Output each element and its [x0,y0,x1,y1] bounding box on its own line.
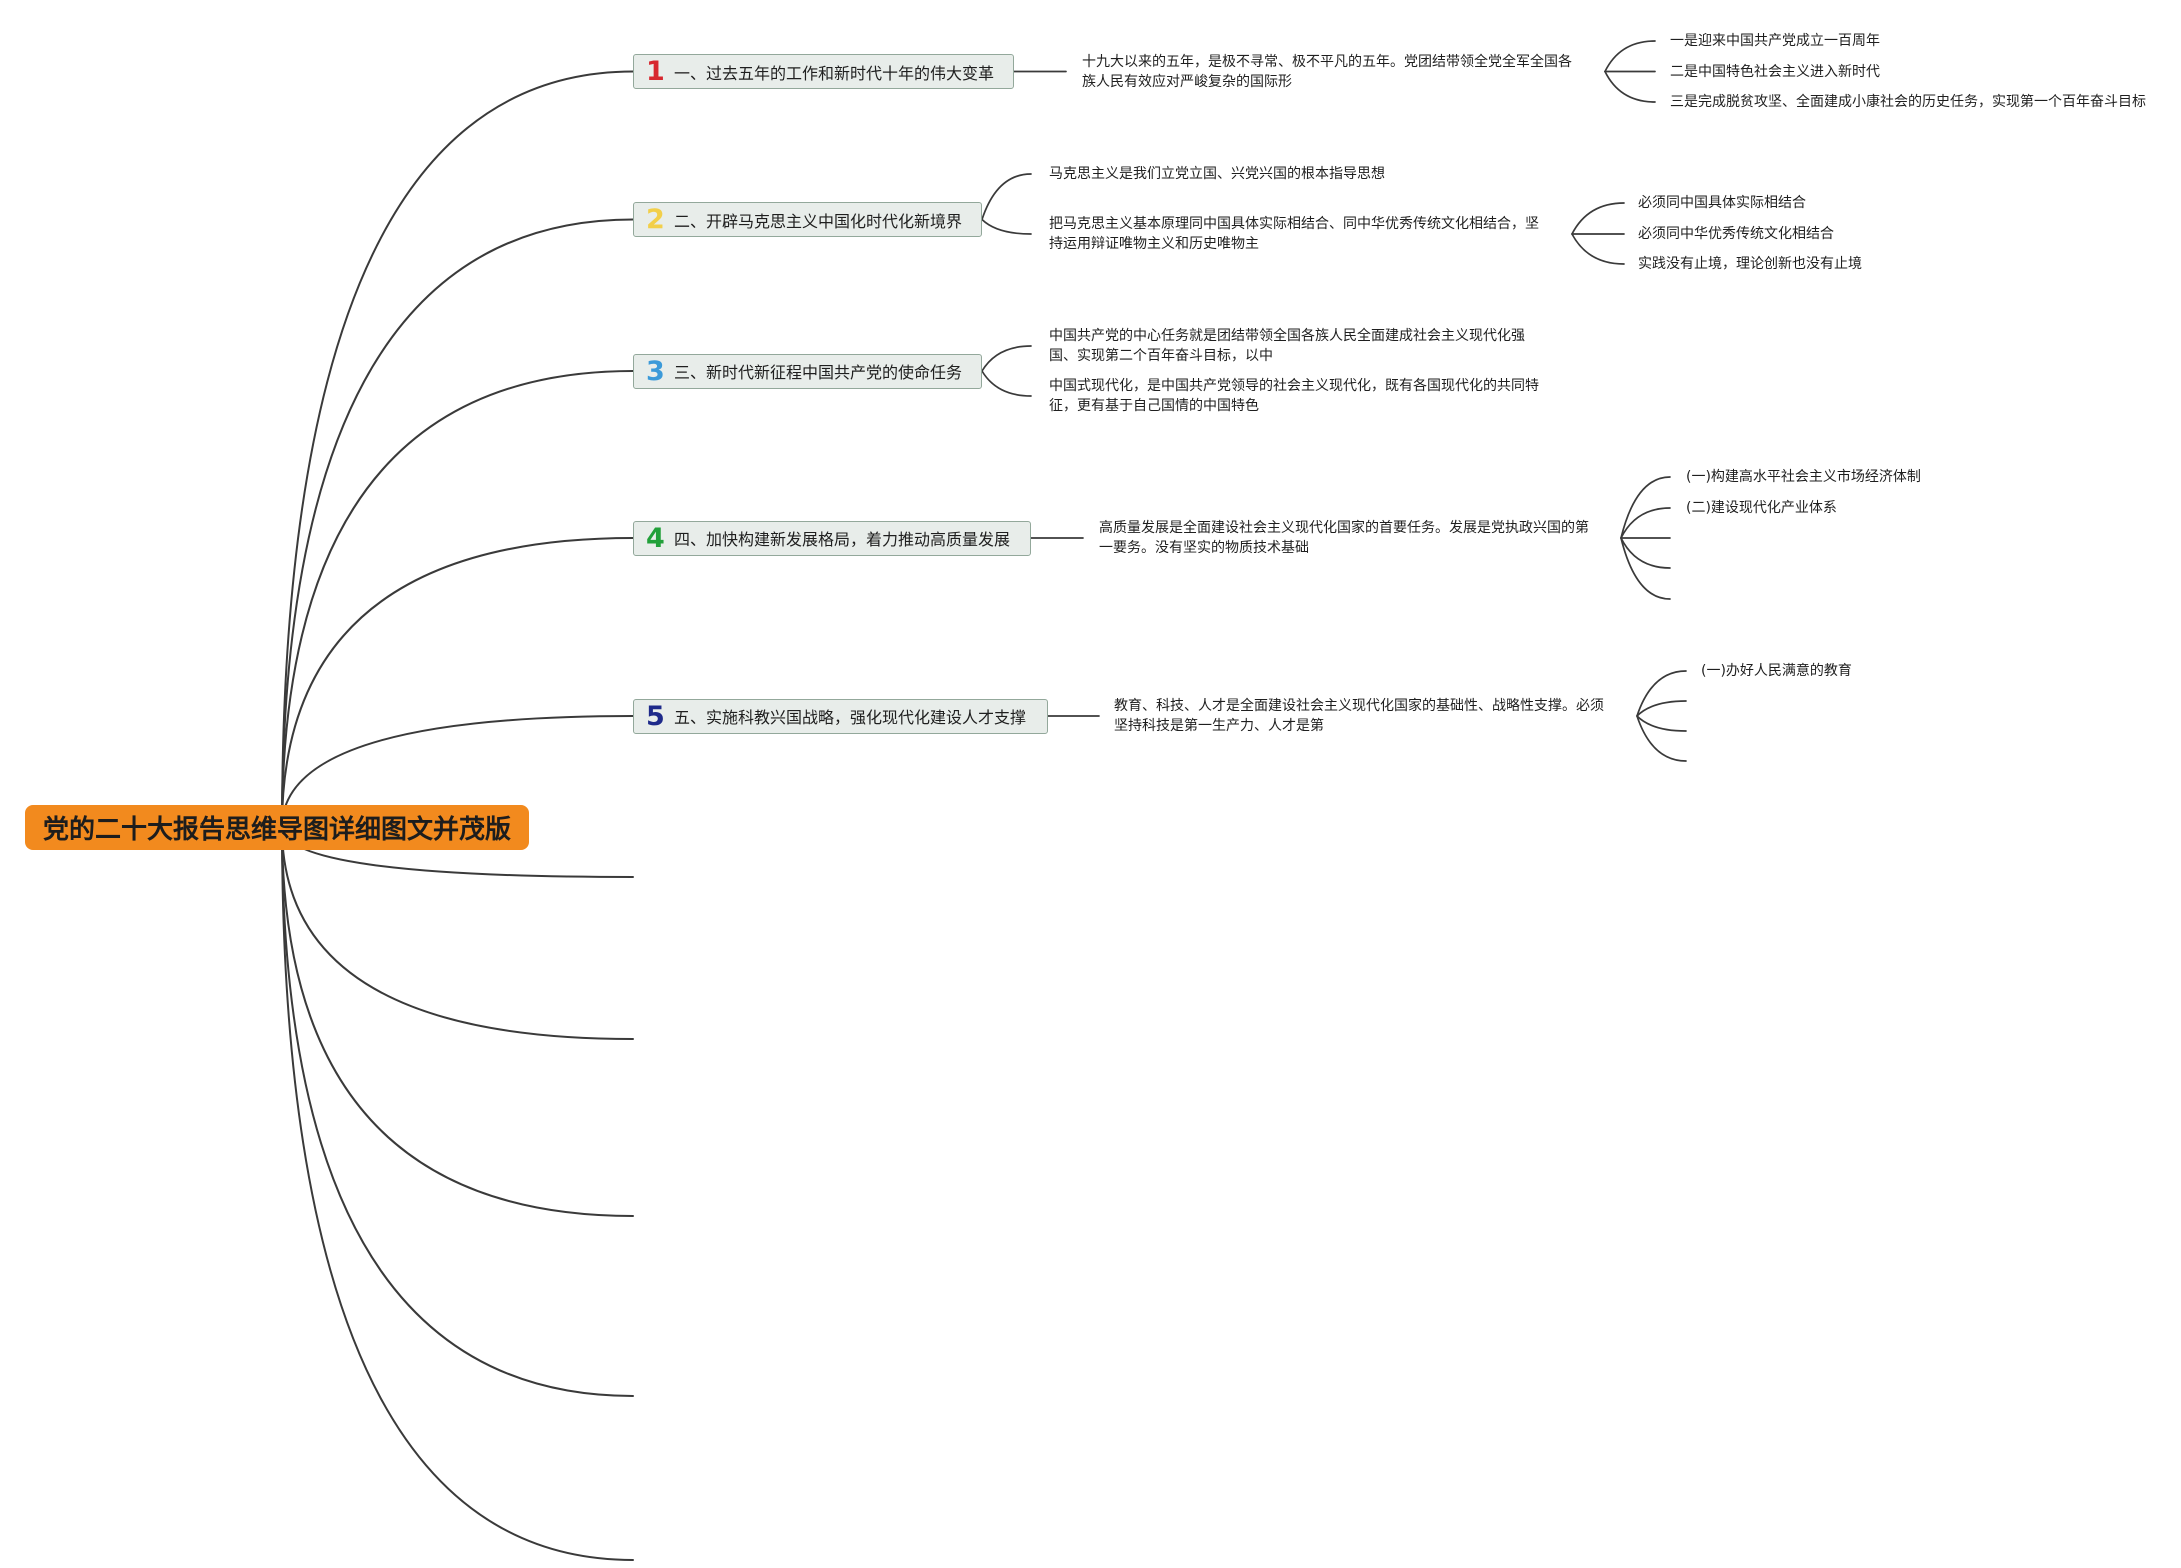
connector-root-branch-4 [281,537,634,828]
branch-topic-3[interactable]: 3 三、新时代新征程中国共产党的使命任务 [633,353,982,389]
connector-branch-5-subtopic-1 [1636,670,1687,717]
connector-root-branch-5 [281,715,634,828]
connector-branch-2-subtopic-3 [1571,233,1625,265]
connector-branch-5-subtopic-3 [1636,715,1687,732]
central-topic-label: 党的二十大报告思维导图详细图文并茂版 [42,815,511,845]
branch-topic-3-label: 三、新时代新征程中国共产党的使命任务 [674,363,963,382]
connector-branch-4-subtopic-4 [1620,537,1671,569]
connector-branch-4-subtopic-1 [1620,476,1671,539]
branch-2-subtopic-3[interactable]: 实践没有止境，理论创新也没有止境 [1638,256,1862,272]
branch-4-subtopic-1[interactable]: (一)构建高水平社会主义市场经济体制 [1686,469,1921,485]
connector-branch-2-subtopic-1 [1571,202,1625,235]
branch-1-topic-1[interactable]: 十九大以来的五年，是极不寻常、极不平凡的五年。党团结带领全党全军全国各族人民有效… [1082,53,1572,90]
branch-topic-1-label: 一、过去五年的工作和新时代十年的伟大变革 [674,63,995,83]
branch-4-topic-1[interactable]: 高质量发展是全面建设社会主义现代化国家的首要任务。发展是党执政兴国的第一要务。没… [1099,520,1589,556]
connector-branch-1-subtopic-1 [1604,40,1656,73]
branch-topic-2-label: 二、开辟马克思主义中国化时代化新境界 [674,211,963,231]
branch-5-topic-1[interactable]: 教育、科技、人才是全面建设社会主义现代化国家的基础性、战略性支撑。必须坚持科技是… [1114,698,1604,734]
connector-root-branch-9 [281,826,634,1397]
branch-number-5-icon: 5 [646,700,665,732]
connector-root-branch-8 [281,826,634,1217]
branch-topic-5-label: 五、实施科教兴国战略，强化现代化建设人才支撑 [674,708,1027,727]
branch-3-topic-2[interactable]: 中国式现代化，是中国共产党领导的社会主义现代化，既有各国现代化的共同特征，更有基… [1049,378,1539,414]
branch-2-subtopic-2[interactable]: 必须同中华优秀传统文化相结合 [1638,226,1834,242]
branch-topic-5[interactable]: 5 五、实施科教兴国战略，强化现代化建设人才支撑 [633,698,1048,734]
connector-branch-2-topic-1 [981,173,1032,221]
branch-1-subtopic-2[interactable]: 二是中国特色社会主义进入新时代 [1670,63,1880,80]
connector-branch-3-topic-1 [981,345,1032,372]
connector-root-branch-2 [281,218,634,828]
branch-number-2-icon: 2 [646,204,665,235]
branch-5-subtopic-1[interactable]: (一)办好人民满意的教育 [1701,663,1852,679]
connector-root-branch-7 [281,826,634,1040]
connector-root-branch-10 [281,826,634,1561]
connector-branch-4-subtopic-2 [1620,507,1671,539]
branch-number-1-icon: 1 [646,56,665,87]
branch-3-topic-1[interactable]: 中国共产党的中心任务就是团结带领全国各族人民全面建成社会主义现代化强国、实现第二… [1049,328,1525,364]
connector-branch-1-subtopic-3 [1604,70,1656,103]
branch-2-topic-1[interactable]: 马克思主义是我们立党立国、兴党兴国的根本指导思想 [1049,166,1385,182]
connector-branch-5-subtopic-4 [1636,715,1687,762]
branch-4-subtopic-2[interactable]: (二)建设现代化产业体系 [1686,500,1837,516]
branch-number-3-icon: 3 [646,355,665,387]
branch-number-4-icon: 4 [646,522,665,554]
branch-1-subtopic-1[interactable]: 一是迎来中国共产党成立一百周年 [1670,33,1880,49]
branch-topic-1[interactable]: 1 一、过去五年的工作和新时代十年的伟大变革 [633,54,1014,89]
connector-branch-2-topic-2 [981,218,1032,235]
branch-2-topic-2[interactable]: 把马克思主义基本原理同中国具体实际相结合、同中华优秀传统文化相结合，坚持运用辩证… [1049,215,1539,252]
connector-root-branch-1 [281,70,634,828]
branch-1-subtopic-3[interactable]: 三是完成脱贫攻坚、全面建成小康社会的历史任务，实现第一个百年奋斗目标 [1670,94,2146,110]
branch-topic-2[interactable]: 2 二、开辟马克思主义中国化时代化新境界 [633,202,982,237]
branch-topic-4-label: 四、加快构建新发展格局，着力推动高质量发展 [674,530,1011,549]
branch-topic-4[interactable]: 4 四、加快构建新发展格局，着力推动高质量发展 [633,520,1031,556]
connector-root-branch-3 [281,370,634,828]
branch-2-subtopic-1[interactable]: 必须同中国具体实际相结合 [1638,195,1806,211]
central-topic[interactable]: 党的二十大报告思维导图详细图文并茂版 [25,805,529,850]
connector-branch-3-topic-2 [981,370,1032,397]
connector-branch-4-subtopic-5 [1620,537,1671,600]
connector-branch-5-subtopic-2 [1636,700,1687,717]
